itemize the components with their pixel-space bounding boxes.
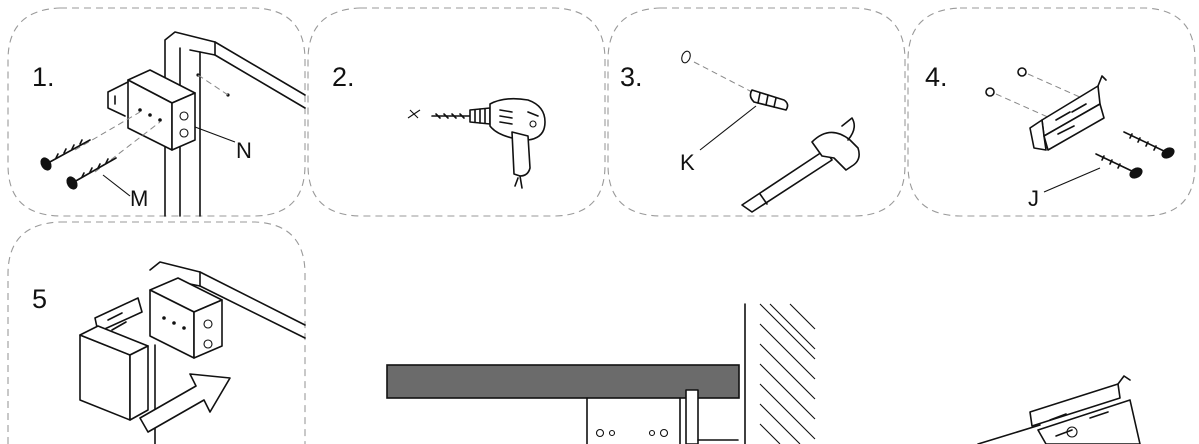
step-3-frame bbox=[607, 7, 906, 217]
mounting-bracket-icon bbox=[1029, 75, 1107, 151]
arrow-icon bbox=[139, 373, 231, 433]
screw-icon bbox=[1095, 153, 1143, 179]
step-2-panel: 2. bbox=[307, 7, 606, 217]
screw-icon bbox=[1123, 131, 1175, 159]
step-5-number: 5 bbox=[32, 284, 47, 314]
hammer-icon bbox=[741, 117, 860, 213]
step-4-frame bbox=[907, 7, 1196, 217]
bracket-detail bbox=[977, 375, 1141, 444]
step-2-number: 2. bbox=[332, 62, 355, 92]
step-1-panel: 1. bbox=[7, 7, 306, 217]
mounting-bracket-icon bbox=[79, 297, 149, 421]
step-3-panel: 3. K bbox=[607, 7, 906, 217]
step-4-panel: 4. J bbox=[907, 7, 1196, 217]
bracket-block bbox=[149, 277, 223, 359]
step-1-number: 1. bbox=[32, 62, 55, 92]
wall-hatching bbox=[744, 303, 816, 444]
screw-icon bbox=[40, 139, 91, 171]
part-label-n: N bbox=[236, 138, 252, 163]
step-5-panel: 5 bbox=[7, 221, 306, 444]
part-label-m: M bbox=[130, 186, 148, 211]
step-4-number: 4. bbox=[925, 62, 948, 92]
step-3-number: 3. bbox=[620, 62, 643, 92]
countertop bbox=[386, 364, 740, 399]
bracket-block-n bbox=[107, 69, 230, 151]
drill-icon bbox=[407, 97, 546, 189]
wall-plug-icon bbox=[749, 89, 789, 111]
step-1-frame bbox=[7, 7, 306, 217]
step-2-frame bbox=[307, 7, 606, 217]
step-5-frame bbox=[7, 221, 306, 444]
screw-icon bbox=[66, 157, 117, 190]
cross-section-view bbox=[386, 303, 816, 444]
part-label-k: K bbox=[680, 150, 695, 175]
part-label-j: J bbox=[1028, 186, 1039, 211]
